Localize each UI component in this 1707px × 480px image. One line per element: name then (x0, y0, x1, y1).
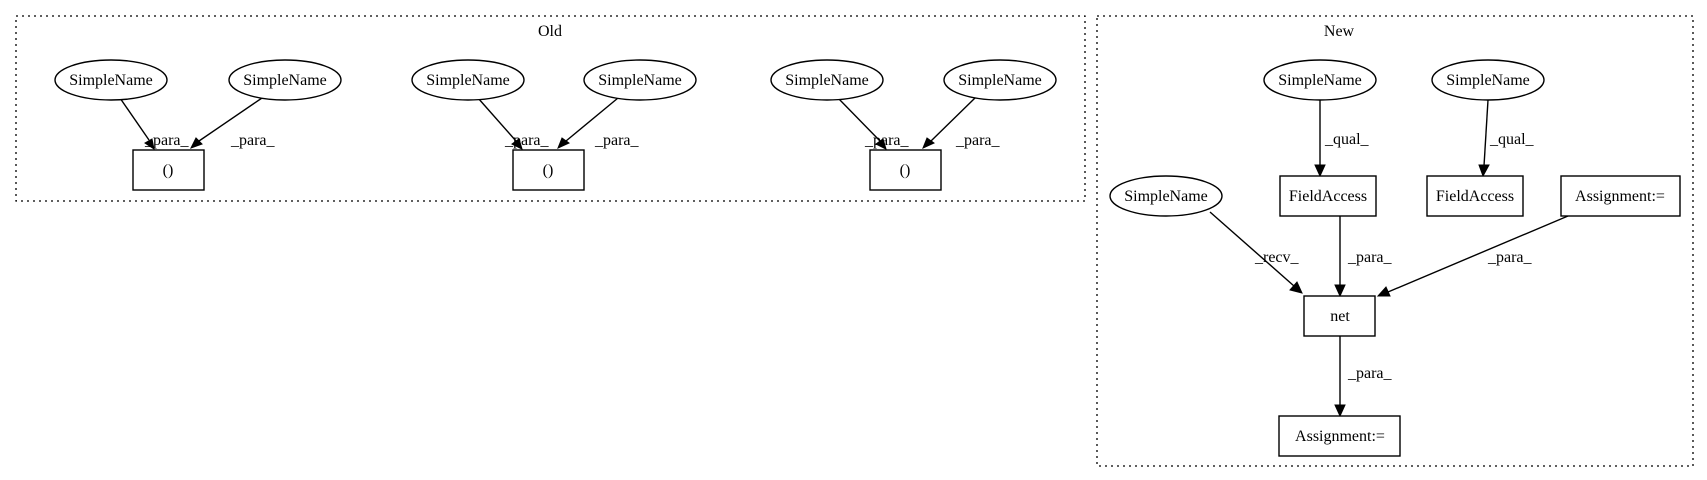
cluster-new: New (1096, 15, 1694, 467)
node-old-simplename-1-label: SimpleName (69, 72, 153, 89)
node-new-simplename-recv: SimpleName (1109, 175, 1223, 217)
node-new-net: net (1303, 295, 1376, 337)
edge-old-6-label: _para_ (955, 132, 1001, 149)
edge-new-fieldaccess-net-label: _para_ (1347, 249, 1393, 266)
edge-old-5: _para_ (837, 97, 910, 150)
node-old-paren-2-label: () (543, 162, 554, 179)
node-new-simplename-qual-2-label: SimpleName (1446, 72, 1530, 89)
node-new-fieldaccess-2: FieldAccess (1426, 175, 1524, 217)
edge-old-1: _para_ (119, 97, 190, 151)
node-old-simplename-4: SimpleName (583, 59, 697, 101)
edge-old-5-label: _para_ (864, 132, 910, 149)
node-new-simplename-qual-1-label: SimpleName (1278, 72, 1362, 89)
edge-old-2-label: _para_ (230, 132, 276, 149)
node-new-net-label: net (1330, 308, 1350, 325)
node-old-simplename-6: SimpleName (943, 59, 1057, 101)
edge-new-recv-label: _recv_ (1254, 249, 1300, 266)
node-new-fieldaccess-2-label: FieldAccess (1436, 188, 1514, 205)
edge-new-qual-1: _qual_ (1314, 100, 1370, 178)
node-new-assignment-bottom-label: Assignment:= (1295, 428, 1385, 445)
edge-old-2: _para_ (189, 97, 276, 149)
node-new-assignment-top: Assignment:= (1560, 175, 1681, 217)
node-old-simplename-5: SimpleName (770, 59, 884, 101)
edge-old-1-label: _para_ (144, 132, 190, 149)
node-old-paren-1: () (132, 149, 205, 191)
node-old-simplename-5-label: SimpleName (785, 72, 869, 89)
edge-new-assignment-net: _para_ (1376, 215, 1569, 297)
node-old-paren-1-label: () (163, 162, 174, 179)
node-old-simplename-3-label: SimpleName (426, 72, 510, 89)
edge-new-net-assignment-label: _para_ (1347, 365, 1393, 382)
edge-old-6: _para_ (922, 97, 1001, 149)
node-new-assignment-bottom: Assignment:= (1278, 415, 1401, 457)
node-old-simplename-3: SimpleName (411, 59, 525, 101)
edge-new-assignment-net-label: _para_ (1487, 249, 1533, 266)
node-old-simplename-1: SimpleName (54, 59, 168, 101)
node-old-simplename-2: SimpleName (228, 59, 342, 101)
node-old-paren-3: () (869, 149, 942, 191)
node-old-simplename-4-label: SimpleName (598, 72, 682, 89)
cluster-new-label: New (1324, 23, 1355, 40)
node-new-simplename-recv-label: SimpleName (1124, 188, 1208, 205)
edge-new-qual-2: _qual_ (1478, 99, 1535, 178)
node-old-simplename-2-label: SimpleName (243, 72, 327, 89)
edge-old-3: _para_ (477, 97, 550, 150)
edge-old-3-label: _para_ (504, 132, 550, 149)
edge-new-qual-1-label: _qual_ (1324, 131, 1370, 148)
node-new-fieldaccess-1: FieldAccess (1279, 175, 1377, 217)
node-old-simplename-6-label: SimpleName (958, 72, 1042, 89)
node-new-fieldaccess-1-label: FieldAccess (1289, 188, 1367, 205)
cluster-old: Old (15, 15, 1086, 202)
edge-new-fieldaccess-net: _para_ (1334, 216, 1393, 298)
edge-old-4: _para_ (557, 97, 640, 149)
edge-new-recv: _recv_ (1209, 211, 1303, 294)
edge-old-4-label: _para_ (594, 132, 640, 149)
node-new-assignment-top-label: Assignment:= (1575, 188, 1665, 205)
node-new-simplename-qual-1: SimpleName (1263, 59, 1377, 101)
edge-new-qual-2-label: _qual_ (1489, 131, 1535, 148)
node-old-paren-2: () (512, 149, 585, 191)
edge-new-net-assignment: _para_ (1334, 336, 1393, 418)
node-new-simplename-qual-2: SimpleName (1431, 59, 1545, 101)
node-old-paren-3-label: () (900, 162, 911, 179)
cluster-old-label: Old (538, 23, 562, 40)
